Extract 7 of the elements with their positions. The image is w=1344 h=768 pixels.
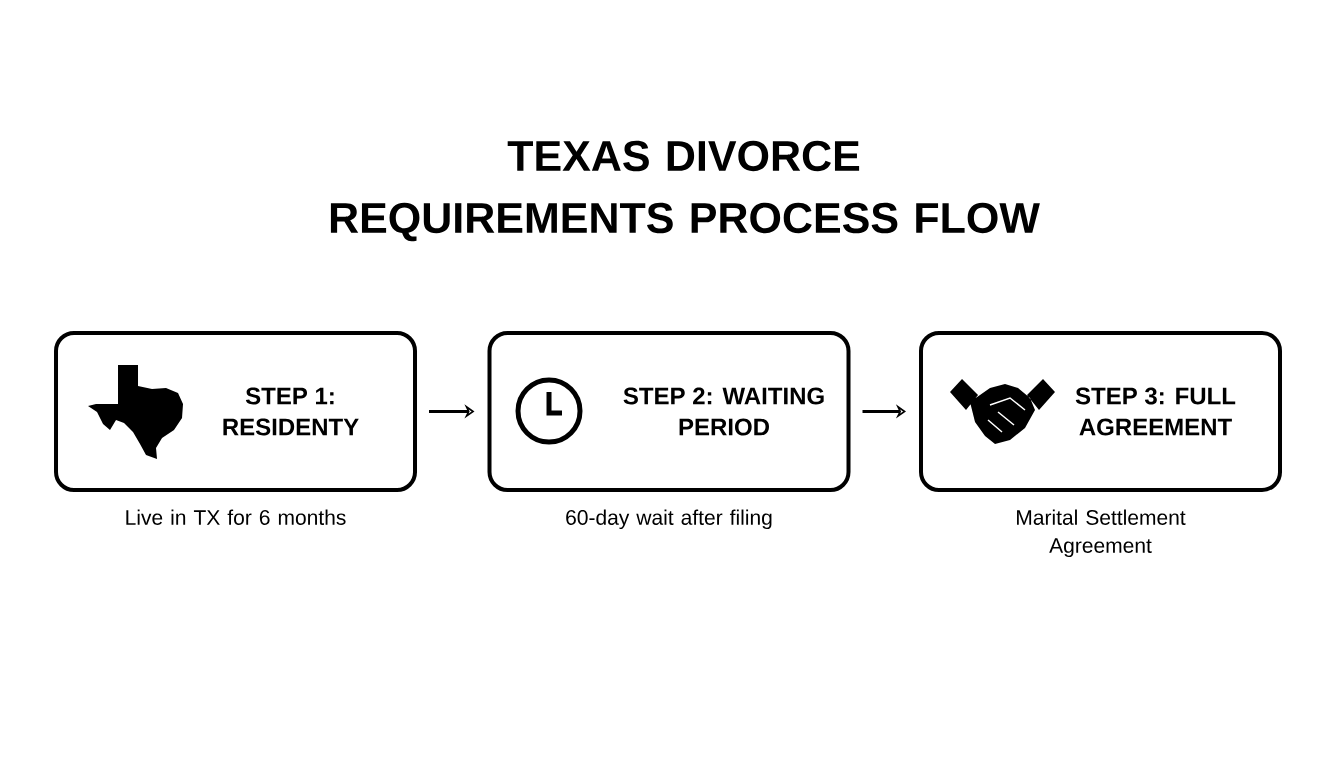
step-caption: 60-day wait after filing [566, 509, 772, 530]
step-box: STEP 1: RESIDENTY [54, 331, 417, 492]
title: TEXAS DIVORCE REQUIREMENTS PROCESS FLOW [330, 140, 1040, 242]
step-box: STEP 2: WAITING PERIOD [487, 331, 851, 492]
step-caption: Live in TX for 6 months [126, 509, 346, 525]
step-caption: Marital Settlement Agreement [1017, 509, 1186, 558]
step-box: STEP 3: FULL AGREEMENT [919, 331, 1282, 492]
